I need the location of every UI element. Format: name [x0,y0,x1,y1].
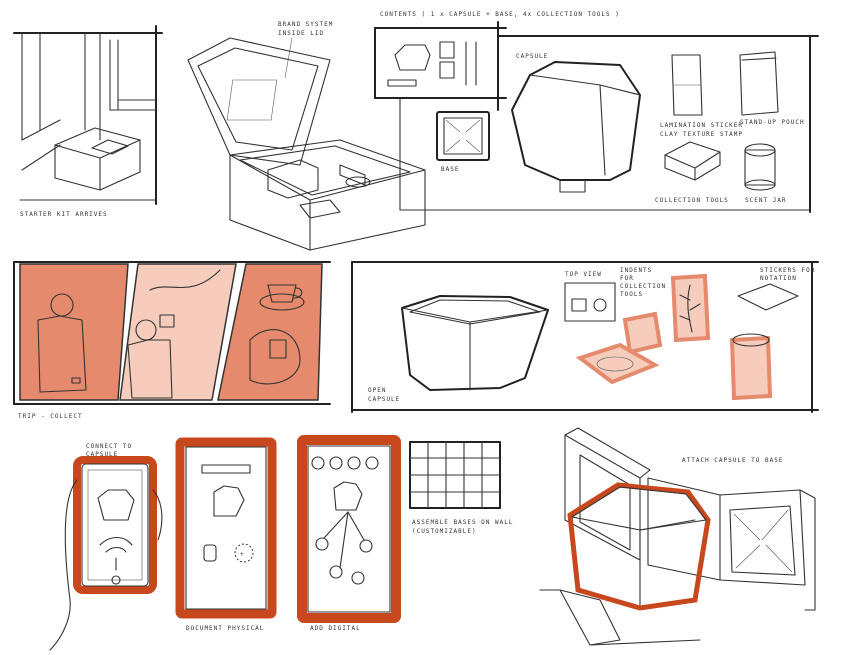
caption-collection-tools: COLLECTION TOOLS [655,197,729,204]
trip-frame-1 [19,263,129,401]
caption-clay-texture-stamp: CLAY TEXTURE STAMP [660,131,743,138]
panel-add-digital: ADD DIGITAL [297,435,401,632]
panel-open-box: BRAND SYSTEM INSIDE LID [187,21,426,251]
caption-open-capsule-2: CAPSULE [368,396,400,403]
caption-document-physical: DOCUMENT PHYSICAL [186,625,264,632]
panel-trip-collect: TRIP - COLLECT [13,261,331,420]
caption-assemble-bases-2: (CUSTOMIZABLE) [412,528,477,535]
panel-open-capsule: OPEN CAPSULE TOP VIEW INDENTS FOR COLLEC… [351,261,819,413]
caption-brand-system: BRAND SYSTEM [278,21,333,28]
caption-indents-2: FOR [620,275,634,282]
caption-add-digital: ADD DIGITAL [310,625,361,632]
caption-starter-kit: STARTER KIT ARRIVES [20,211,108,218]
panel-starter-kit: STARTER KIT ARRIVES [13,25,163,218]
caption-lamination-sticker: LAMINATION STICKER [660,122,743,129]
caption-connect-to-capsule-2: CAPSULE [86,451,118,458]
caption-stand-up-pouch: STAND-UP POUCH [740,119,805,126]
panel-connect-to-capsule: CONNECT TO CAPSULE [49,443,163,651]
caption-indents: INDENTS [620,267,652,274]
caption-connect-to-capsule: CONNECT TO [86,443,132,450]
panel-attach-capsule: ATTACH CAPSULE TO BASE [539,427,816,646]
caption-brand-system-2: INSIDE LID [278,30,324,37]
caption-open-capsule: OPEN [368,387,386,394]
caption-contents: CONTENTS ( 1 x CAPSULE + BASE, 4x COLLEC… [380,11,620,18]
caption-attach-capsule: ATTACH CAPSULE TO BASE [682,457,783,464]
svg-text:+: + [240,551,245,558]
caption-indents-4: TOOLS [620,291,643,298]
panel-document-physical: + DOCUMENT PHYSICAL [175,437,277,632]
caption-stickers: STICKERS FOR [760,267,815,274]
trip-frame-2 [119,263,237,401]
caption-base: BASE [441,166,459,173]
caption-trip-collect: TRIP - COLLECT [18,413,83,420]
caption-top-view: TOP VIEW [565,271,602,278]
caption-scent-jar: SCENT JAR [745,197,787,204]
trip-frame-3 [217,263,323,401]
caption-indents-3: COLLECTION [620,283,666,290]
caption-capsule: CAPSULE [516,53,548,60]
panel-assemble-bases: ASSEMBLE BASES ON WALL (CUSTOMIZABLE) [409,441,513,535]
caption-assemble-bases: ASSEMBLE BASES ON WALL [412,519,513,526]
panel-contents: CONTENTS ( 1 x CAPSULE + BASE, 4x COLLEC… [374,11,819,213]
caption-stickers-2: NOTATION [760,275,797,282]
